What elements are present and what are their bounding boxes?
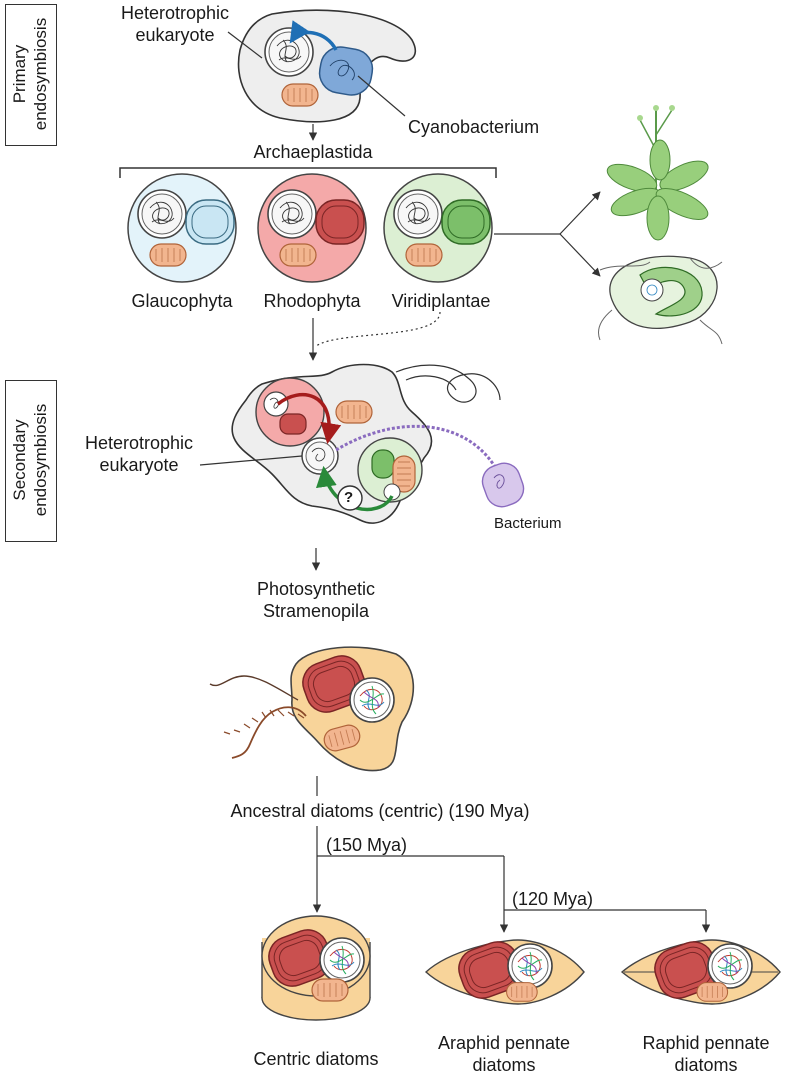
primary-host-line-1: Heterotrophic [120, 3, 230, 23]
cyanobacterium-label: Cyanobacterium [408, 117, 540, 137]
raphid-label: Raphid pennate diatoms [626, 1032, 786, 1076]
centric-diatoms-label: Centric diatoms [253, 1049, 379, 1069]
lineage-glaucophyta: Glaucophyta [131, 291, 233, 311]
araphid-label: Araphid pennate diatoms [424, 1032, 584, 1076]
ancestral-diatoms-label: Ancestral diatoms (centric) (190 Mya) [230, 801, 530, 821]
secondary-side-label-1: Secondary [10, 419, 29, 501]
primary-side-box [5, 4, 57, 146]
lineage-rhodophyta: Rhodophyta [263, 291, 361, 311]
primary-host-label: Heterotrophic eukaryote [110, 2, 240, 46]
secondary-host-line-1: Heterotrophic [84, 433, 194, 453]
stramenopila-line-2: Stramenopila [262, 601, 370, 621]
secondary-side-label-2: endosymbiosis [31, 403, 50, 517]
secondary-host-line-2: eukaryote [99, 455, 179, 475]
centric-diatom-illustration [261, 915, 371, 1021]
archaeplastida-label: Archaeplastida [253, 142, 373, 162]
stramenopila-line-1: Photosynthetic [256, 579, 376, 599]
raphid-diatom-illustration [620, 935, 781, 1005]
raphid-line-1: Raphid pennate [642, 1033, 770, 1053]
primary-host-line-2: eukaryote [135, 25, 215, 45]
secondary-side-box [5, 380, 57, 542]
secondary-host-label: Heterotrophic eukaryote [74, 432, 204, 476]
primary-side-label-1: Primary [10, 44, 29, 104]
split-120-label: (120 Mya) [512, 889, 594, 909]
araphid-line-2: diatoms [472, 1055, 536, 1075]
plant-illustration [606, 105, 709, 241]
green-alga-illustration [598, 255, 723, 345]
question-mark: ? [344, 489, 354, 506]
araphid-diatom-illustration [424, 935, 585, 1005]
raphid-line-2: diatoms [674, 1055, 738, 1075]
secondary-side-label: Secondary endosymbiosis [9, 380, 51, 540]
bacterium-label: Bacterium [494, 515, 562, 532]
primary-side-label: Primary endosymbiosis [9, 4, 51, 144]
primary-side-label-2: endosymbiosis [31, 17, 50, 131]
split-150-label: (150 Mya) [326, 835, 408, 855]
araphid-line-1: Araphid pennate [437, 1033, 571, 1053]
lineage-viridiplantae: Viridiplantae [391, 291, 491, 311]
stramenopila-label: Photosynthetic Stramenopila [226, 578, 406, 622]
